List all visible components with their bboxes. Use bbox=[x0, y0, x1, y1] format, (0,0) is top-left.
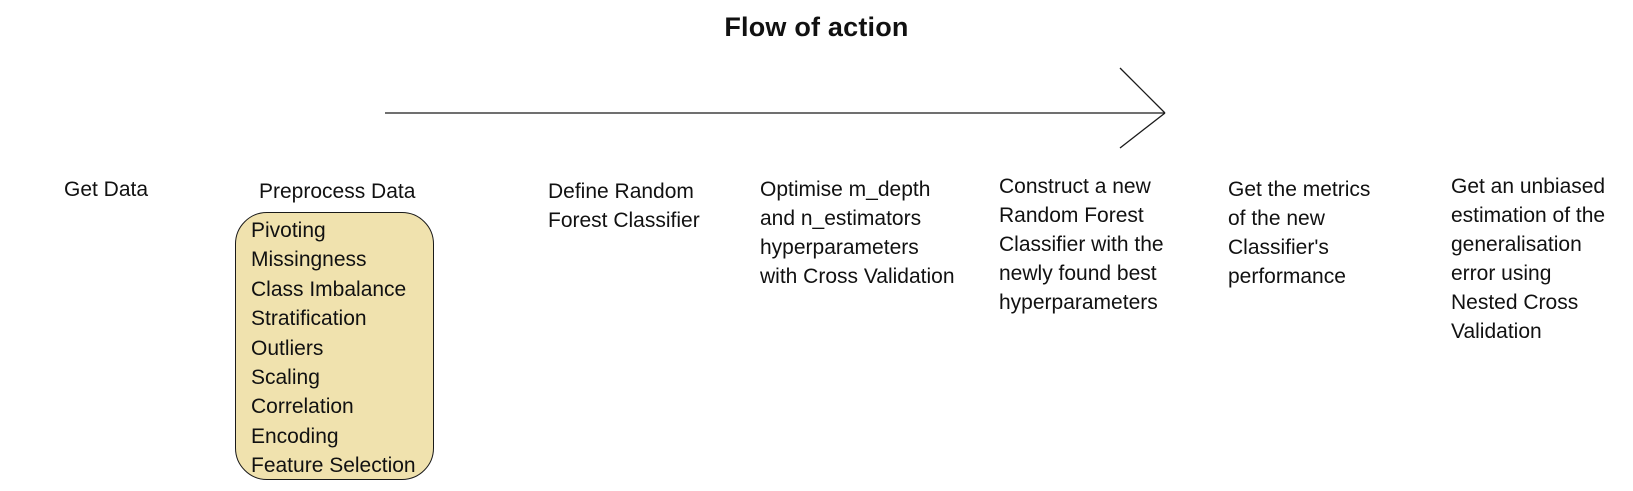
step-line: Classifier's bbox=[1228, 236, 1329, 259]
step-get-data: Get Data bbox=[64, 175, 148, 204]
substep-item: Stratification bbox=[251, 307, 367, 331]
preprocess-substeps-box: Pivoting Missingness Class Imbalance Str… bbox=[235, 212, 434, 480]
step-line: with Cross Validation bbox=[760, 265, 955, 288]
step-line: performance bbox=[1228, 265, 1346, 288]
step-line: and n_estimators bbox=[760, 207, 922, 230]
step-line: Get the metrics bbox=[1228, 178, 1371, 201]
substep-item: Class Imbalance bbox=[251, 277, 407, 301]
step-line: hyperparameters bbox=[760, 236, 919, 259]
substep-item: Missingness bbox=[251, 248, 367, 272]
substep-item: Scaling bbox=[251, 366, 320, 390]
step-line: Get an unbiased bbox=[1451, 175, 1606, 198]
step-line: Validation bbox=[1451, 320, 1542, 343]
step-get-metrics: Get the metrics of the new Classifier's … bbox=[1228, 175, 1370, 291]
substep-item: Feature Selection bbox=[251, 454, 416, 478]
diagram-title: Flow of action bbox=[724, 12, 909, 42]
step-line: Define Random bbox=[548, 180, 694, 203]
substep-item: Encoding bbox=[251, 424, 339, 448]
step-preprocess-data: Preprocess Data bbox=[259, 177, 415, 206]
step-line: Construct a new bbox=[999, 175, 1151, 198]
step-line: error using bbox=[1451, 262, 1552, 285]
substep-item: Correlation bbox=[251, 395, 354, 419]
step-construct-classifier: Construct a new Random Forest Classifier… bbox=[999, 172, 1164, 317]
substep-item: Outliers bbox=[251, 336, 324, 360]
step-define-classifier: Define Random Forest Classifier bbox=[548, 177, 700, 235]
step-line: Get Data bbox=[64, 178, 149, 201]
step-line: Classifier with the bbox=[999, 233, 1164, 256]
step-line: generalisation bbox=[1451, 233, 1582, 256]
step-line: estimation of the bbox=[1451, 204, 1606, 227]
step-line: hyperparameters bbox=[999, 291, 1158, 314]
step-nested-cross-validation: Get an unbiased estimation of the genera… bbox=[1451, 172, 1605, 346]
step-optimise-hyperparameters: Optimise m_depth and n_estimators hyperp… bbox=[760, 175, 955, 291]
substep-item: Pivoting bbox=[251, 219, 326, 242]
step-line: Optimise m_depth bbox=[760, 178, 931, 201]
step-line: Random Forest bbox=[999, 204, 1144, 227]
step-line: Preprocess Data bbox=[259, 180, 416, 203]
step-line: Nested Cross bbox=[1451, 291, 1579, 314]
step-line: of the new bbox=[1228, 207, 1325, 230]
step-line: newly found best bbox=[999, 262, 1157, 285]
step-line: Forest Classifier bbox=[548, 209, 700, 232]
